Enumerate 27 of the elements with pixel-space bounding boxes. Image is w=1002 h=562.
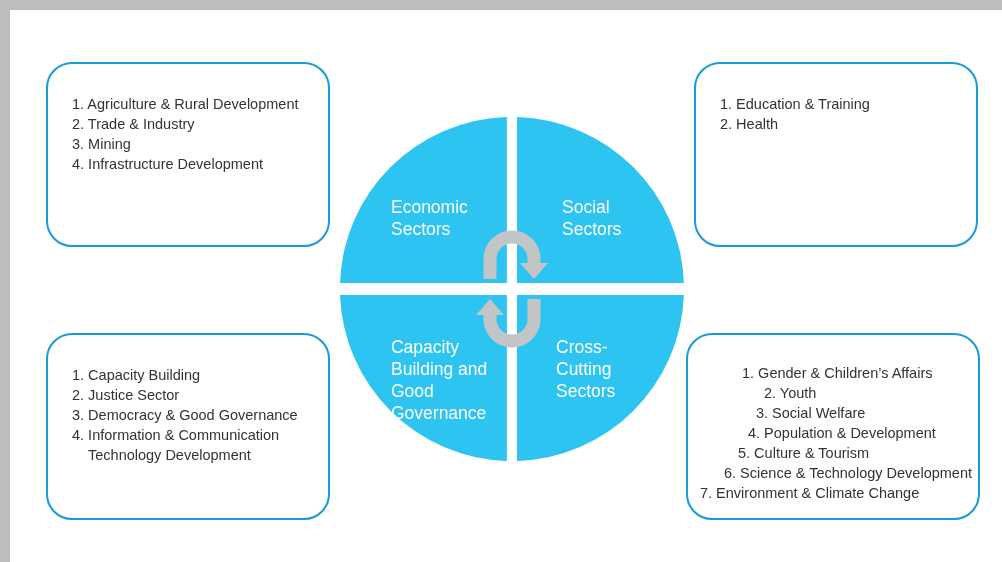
list-item: 6. Science & Technology Development: [724, 464, 972, 483]
list-item: 5. Culture & Tourism: [738, 444, 870, 463]
sector-title: Cross-Cutting Sectors: [556, 336, 617, 402]
curved-arrow: [476, 299, 541, 348]
list-item: 7. Environment & Climate Change: [700, 484, 920, 503]
list-item: 1. Education & Training: [720, 95, 870, 114]
list-item: 4. Infrastructure Development: [72, 155, 263, 174]
list-item: 1. Capacity Building: [72, 366, 201, 385]
sector-title: Capacity Building and Good Governance: [391, 336, 489, 424]
sector-list-box: [686, 333, 980, 520]
curved-arrow: [483, 230, 548, 279]
list-item: 2. Justice Sector: [72, 386, 180, 405]
list-item: 3. Democracy & Good Governance: [72, 406, 298, 425]
list-item: 2. Trade & Industry: [72, 115, 195, 134]
list-item: 3. Mining: [72, 135, 131, 154]
sector-title: Social Sectors: [562, 196, 623, 240]
list-item: 2. Health: [720, 115, 779, 134]
list-item: 4. Population & Development: [748, 424, 936, 443]
list-item: 1. Agriculture & Rural Development: [72, 95, 299, 114]
sector-list-box: [46, 62, 330, 247]
sector-list-box: [694, 62, 978, 247]
list-item: 1. Gender & Children’s Affairs: [742, 364, 933, 383]
sector-title: Economic Sectors: [391, 196, 469, 240]
list-item: 2. Youth: [764, 384, 817, 403]
list-item: 3. Social Welfare: [756, 404, 866, 423]
list-item: 4. Information & Communication Technology Development: [72, 426, 281, 465]
sector-list-box: [46, 333, 330, 520]
